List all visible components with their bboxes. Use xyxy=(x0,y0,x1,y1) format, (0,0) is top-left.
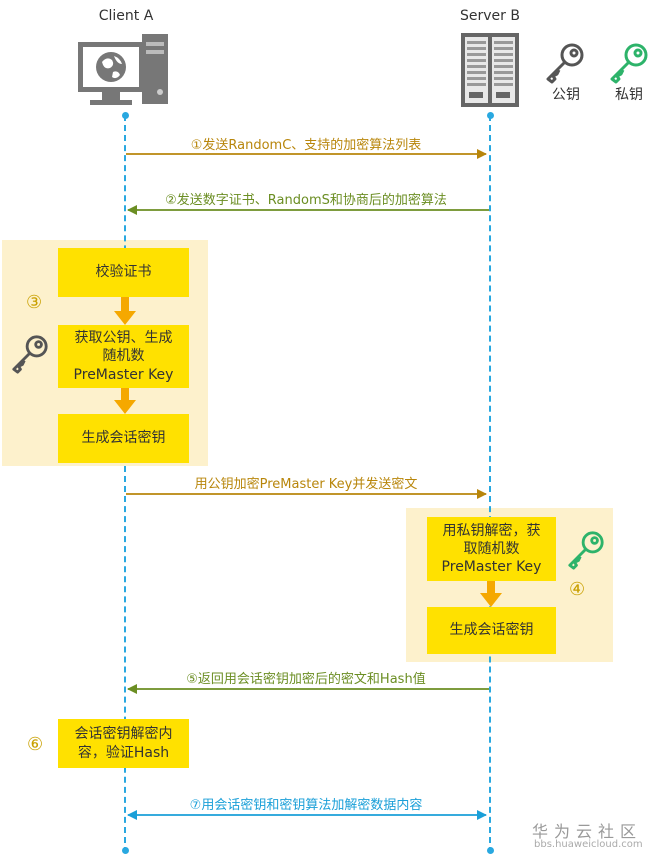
decrypt-line2: 取随机数 xyxy=(463,540,520,557)
message-m1-label: ①发送RandomC、支持的加密算法列表 xyxy=(190,138,422,153)
get-public-key-line2: 随机数 xyxy=(102,348,145,365)
watermark-url: bbs.huaweicloud.com xyxy=(534,839,643,850)
decrypt-private-key-box: 用私钥解密，获 取随机数 PreMaster Key xyxy=(427,517,556,581)
message-m3-label: 用公钥加密PreMaster Key并发送密文 xyxy=(194,477,418,492)
generate-session-key-text-client: 生成会话密钥 xyxy=(81,430,166,447)
server-icon xyxy=(461,33,519,107)
client-lifeline-bottom-dot xyxy=(122,847,129,854)
generate-session-key-text-server: 生成会话密钥 xyxy=(449,622,534,639)
get-public-key-box: 获取公钥、生成 随机数 PreMaster Key xyxy=(58,325,189,388)
flow-arrow-icon xyxy=(480,581,502,607)
verify-certificate-text: 校验证书 xyxy=(95,264,152,281)
decrypt-line3: PreMaster Key xyxy=(441,559,542,576)
public-key-label: 公钥 xyxy=(552,87,580,103)
server-lifeline xyxy=(489,115,491,853)
client-lifeline-top-dot xyxy=(122,112,129,119)
decrypt-verify-line2: 容，验证Hash xyxy=(77,744,170,761)
message-m7-label: ⑦用会话密钥和密钥算法加解密数据内容 xyxy=(189,798,423,813)
get-public-key-line1: 获取公钥、生成 xyxy=(74,330,173,347)
flow-arrow-icon xyxy=(114,388,136,414)
server-b-label: Server B xyxy=(460,8,520,24)
client-lifeline xyxy=(124,115,126,853)
generate-session-key-box-client: 生成会话密钥 xyxy=(58,414,189,463)
private-key-icon xyxy=(610,43,648,84)
get-public-key-line3: PreMaster Key xyxy=(73,366,174,383)
public-key-icon xyxy=(546,43,584,84)
verify-certificate-box: 校验证书 xyxy=(58,248,189,297)
message-m2-label: ②发送数字证书、RandomS和协商后的加密算法 xyxy=(165,193,447,208)
decrypt-line1: 用私钥解密，获 xyxy=(442,522,541,539)
watermark-title: 华为云社区 xyxy=(532,822,643,841)
server-lifeline-bottom-dot xyxy=(487,847,494,854)
private-key-label: 私钥 xyxy=(615,87,643,103)
client-a-label: Client A xyxy=(98,8,154,24)
decrypt-verify-line1: 会话密钥解密内 xyxy=(74,726,173,743)
step-3-number: ③ xyxy=(26,292,43,313)
step-4-number: ④ xyxy=(569,579,586,600)
flow-arrow-icon xyxy=(114,297,136,325)
generate-session-key-box-server: 生成会话密钥 xyxy=(427,607,556,654)
computer-icon xyxy=(78,34,168,105)
step-6-number: ⑥ xyxy=(27,734,44,755)
message-m5-label: ⑤返回用会话密钥加密后的密文和Hash值 xyxy=(186,672,426,687)
public-key-icon xyxy=(12,335,48,374)
decrypt-verify-hash-box: 会话密钥解密内 容，验证Hash xyxy=(58,719,189,768)
server-lifeline-top-dot xyxy=(487,112,494,119)
private-key-icon xyxy=(568,531,604,570)
